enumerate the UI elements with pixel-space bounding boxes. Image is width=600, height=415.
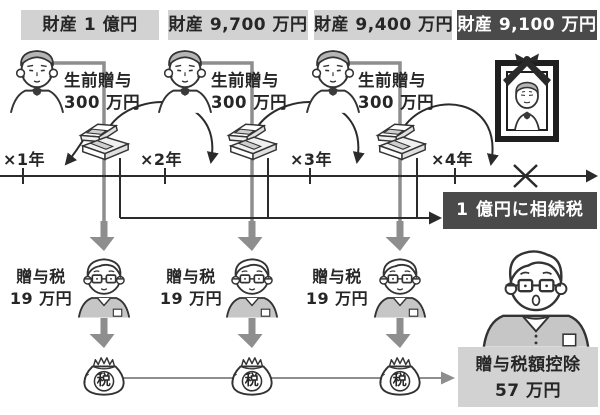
- gift-label-line1: 生前贈与: [64, 71, 132, 90]
- money-stack-icon: [224, 119, 282, 167]
- money-stack-icon: [76, 119, 134, 167]
- elderly-donor-icon: [304, 44, 362, 114]
- recipient-icon: [224, 250, 280, 318]
- gift-tax-line2: 19 万円: [159, 289, 223, 308]
- recipient-icon: [76, 250, 132, 318]
- down-arrow-icon: [385, 221, 411, 251]
- heir-icon: [478, 246, 594, 347]
- gift-amount-label: 生前贈与 300 万円: [358, 70, 434, 114]
- asset-box: 財産 1 億円: [21, 10, 159, 40]
- credit-box-line1: 贈与税額控除: [475, 355, 581, 375]
- gift-flow-lines: [52, 61, 402, 222]
- gift-label-line1: 生前贈与: [211, 71, 279, 90]
- gift-label-line1: 生前贈与: [358, 71, 426, 90]
- asset-box: 財産 9,700 万円: [168, 10, 308, 40]
- tax-bag-label: 税: [244, 373, 260, 389]
- gift-label-line2: 300 万円: [64, 93, 141, 112]
- inheritance-bracket: [119, 158, 442, 225]
- gift-amount-label: 生前贈与 300 万円: [64, 70, 140, 114]
- memorial-photo-icon: [491, 50, 563, 146]
- gift-tax-label: 贈与税 19 万円: [156, 266, 226, 310]
- year-label: ×4年: [430, 150, 474, 169]
- year-label: ×3年: [289, 150, 333, 169]
- year-label: ×1年: [2, 150, 46, 169]
- timeline-arrow-icon: [586, 169, 598, 183]
- asset-box: 財産 9,400 万円: [314, 10, 453, 40]
- gift-tax-line1: 贈与税: [166, 267, 216, 286]
- recipient-icon: [372, 250, 428, 318]
- timeline-axis: [0, 164, 598, 188]
- elderly-donor-icon: [156, 44, 214, 114]
- asset-box-highlighted: 財産 9,100 万円: [457, 10, 597, 40]
- gift-tax-line2: 19 万円: [305, 289, 369, 308]
- gift-label-line2: 300 万円: [358, 93, 435, 112]
- tax-bag-label: 税: [392, 373, 408, 389]
- inheritance-tax-box: 1 億円に相続税: [443, 192, 597, 229]
- gift-tax-label: 贈与税 19 万円: [302, 266, 372, 310]
- year-label: ×2年: [139, 150, 183, 169]
- tax-bag-label: 税: [96, 373, 112, 389]
- gift-tax-line1: 贈与税: [16, 267, 66, 286]
- down-arrow-icon: [237, 221, 263, 251]
- down-arrow-icon: [237, 318, 263, 348]
- down-arrow-icon: [89, 318, 115, 348]
- right-arrow-icon: [441, 371, 455, 385]
- gift-down-arrows: [89, 221, 411, 348]
- down-arrow-icon: [385, 318, 411, 348]
- right-arrow-icon: [429, 211, 442, 225]
- credit-box-line2: 57 万円: [494, 381, 562, 401]
- money-stack-icon: [373, 119, 431, 167]
- down-arrow-icon: [89, 221, 115, 251]
- gift-tax-line2: 19 万円: [9, 289, 73, 308]
- elderly-donor-icon: [8, 44, 66, 114]
- timeline-ticks: [22, 168, 456, 184]
- gift-tax-credit-box: 贈与税額控除 57 万円: [458, 347, 598, 407]
- gift-label-line2: 300 万円: [211, 93, 288, 112]
- gift-tax-label: 贈与税 19 万円: [6, 266, 76, 310]
- death-x-mark: [513, 164, 538, 188]
- gift-tax-line1: 贈与税: [312, 267, 362, 286]
- gift-amount-label: 生前贈与 300 万円: [211, 70, 287, 114]
